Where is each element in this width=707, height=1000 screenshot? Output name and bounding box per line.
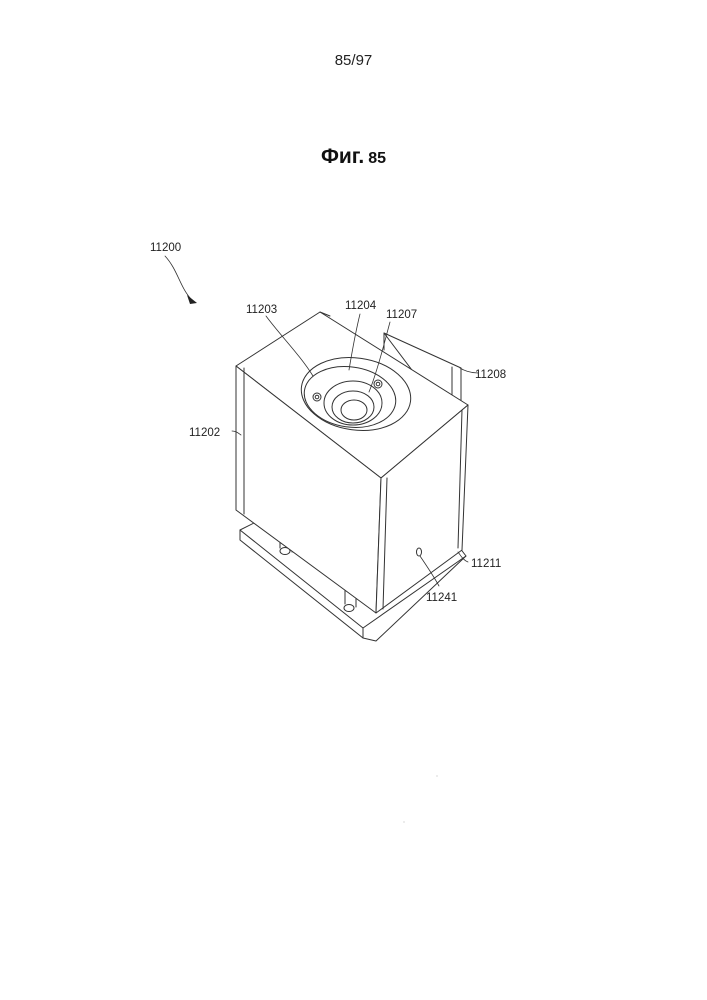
label-11203: 11203 [246,304,277,316]
label-11207: 11207 [386,309,417,321]
label-11241: 11241 [426,592,457,604]
arrow-head-icon [187,295,197,304]
label-11202: 11202 [189,427,220,439]
label-11208: 11208 [475,369,506,381]
label-11200: 11200 [150,242,181,254]
label-11211: 11211 [471,558,501,570]
label-11204: 11204 [345,300,377,312]
